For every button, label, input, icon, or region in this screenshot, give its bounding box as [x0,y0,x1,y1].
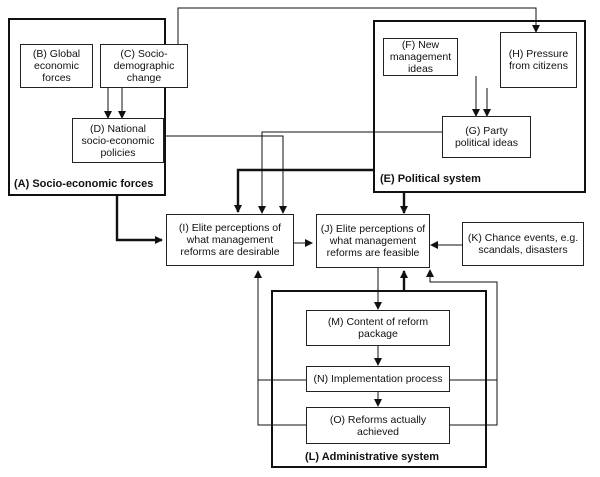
arrow-d-to-j [164,135,287,214]
administrative-system-label: (L) Administrative system [305,451,440,463]
arrow-feedback-to-i [258,271,306,426]
arrow-g-to-i [258,131,442,214]
box-socio-demographic-change: (C) Socio- demographic change [100,44,188,88]
box-implementation-process: (N) Implementation process [306,366,450,392]
box-new-management-ideas: (F) New management ideas [383,38,458,76]
administrative-system-frame [271,290,487,468]
arrow-a-to-i-thick [115,195,163,244]
box-global-economic-forces: (B) Global economic forces [20,44,93,88]
socio-economic-forces-frame [8,18,166,196]
socio-economic-forces-label: (A) Socio-economic forces [14,178,154,190]
box-pressure-from-citizens: (H) Pressure from citizens [500,32,577,88]
box-party-political-ideas: (G) Party political ideas [442,116,531,158]
box-national-socio-economic-policies: (D) National socio-economic policies [72,118,164,163]
box-elite-perceptions-desirable: (I) Elite perceptions of what management… [166,214,294,266]
political-system-frame [373,20,586,193]
box-content-of-reform-package: (M) Content of reform package [306,310,450,346]
arrow-e-to-i-thick [234,168,374,213]
arrow-feedback-to-j [430,270,498,426]
political-system-label: (E) Political system [380,173,481,185]
box-elite-perceptions-feasible: (J) Elite perceptions of what management… [316,214,430,268]
box-reforms-actually-achieved: (O) Reforms actually achieved [306,407,450,444]
box-chance-events: (K) Chance events, e.g. scandals, disast… [462,222,584,266]
